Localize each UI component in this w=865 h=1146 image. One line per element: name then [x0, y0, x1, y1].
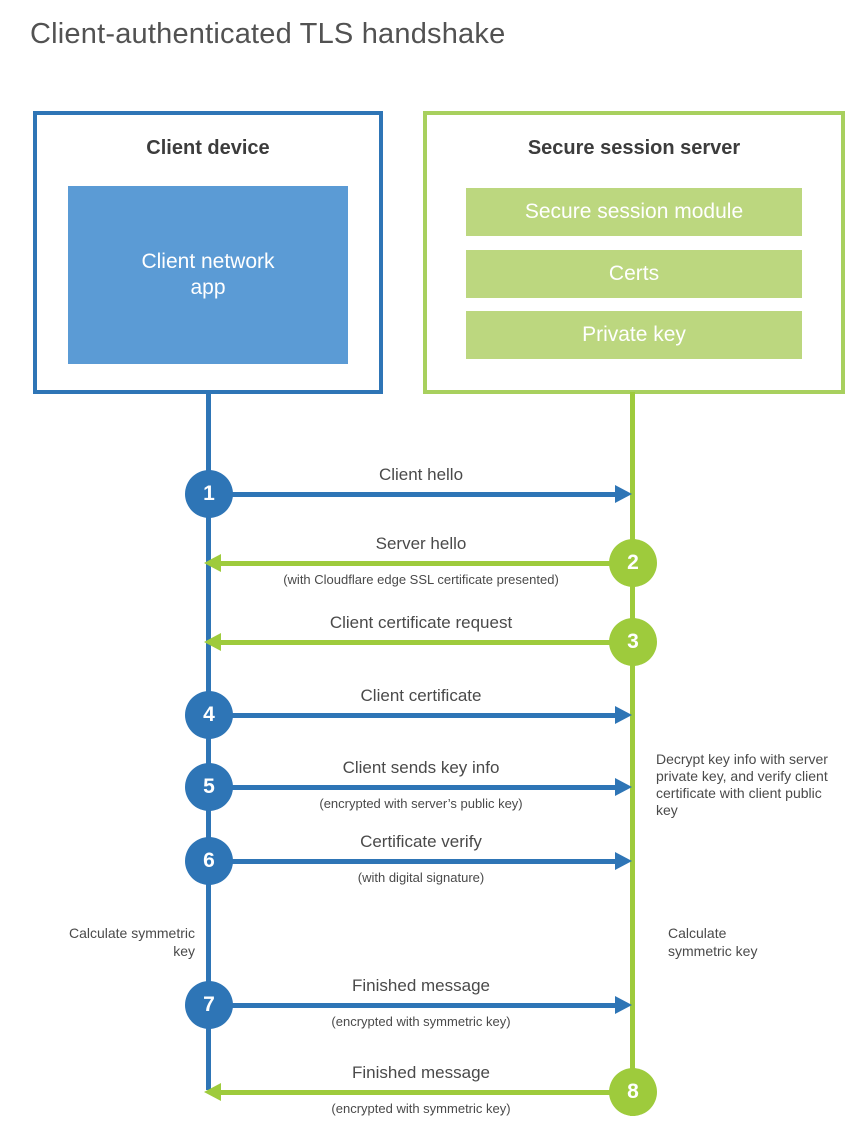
client-device-title: Client device — [146, 137, 270, 159]
page-title: Client-authenticated TLS handshake — [30, 18, 506, 50]
client-network-app-box: Client network app — [68, 186, 348, 364]
message-label-3: Client certificate request — [329, 613, 513, 632]
client-lifeline — [206, 392, 211, 1090]
step-number: 7 — [203, 993, 215, 1016]
message-label-6: Certificate verify — [360, 832, 482, 851]
calc-symmetric-right-note: Calculate symmetric key — [668, 925, 758, 959]
message-arrow-1 — [231, 492, 616, 497]
message-label-5: Client sends key info — [342, 758, 500, 777]
message-arrow-6 — [231, 859, 616, 864]
calc-symmetric-left-note: Calculate symmetric key — [68, 925, 195, 959]
step-circle-8: 8 — [609, 1068, 657, 1116]
step-number: 8 — [627, 1080, 639, 1103]
step-number: 6 — [203, 849, 215, 872]
server-module-bar-private-key: Private key — [466, 311, 802, 359]
arrowhead-right-icon — [615, 778, 632, 796]
arrowhead-right-icon — [615, 485, 632, 503]
message-label-4: Client certificate — [360, 686, 482, 705]
step-number: 1 — [203, 482, 215, 505]
message-arrow-4 — [231, 713, 616, 718]
arrowhead-left-icon — [204, 554, 221, 572]
step-circle-5: 5 — [185, 763, 233, 811]
message-arrow-3 — [220, 640, 612, 645]
arrowhead-right-icon — [615, 706, 632, 724]
message-label-1: Client hello — [378, 465, 464, 484]
server-module-bar-secure-session-module: Secure session module — [466, 188, 802, 236]
message-sublabel-6: (with digital signature) — [357, 870, 485, 885]
server-lifeline — [630, 392, 635, 1116]
step-circle-4: 4 — [185, 691, 233, 739]
client-network-app-label: Client network app — [141, 249, 275, 299]
step-circle-7: 7 — [185, 981, 233, 1029]
message-label-2: Server hello — [375, 534, 467, 553]
step-circle-2: 2 — [609, 539, 657, 587]
message-sublabel-8: (encrypted with symmetric key) — [331, 1101, 511, 1116]
arrowhead-left-icon — [204, 633, 221, 651]
server-module-label: Private key — [582, 323, 686, 346]
step-number: 3 — [627, 630, 639, 653]
message-label-7: Finished message — [352, 976, 490, 995]
arrowhead-right-icon — [615, 852, 632, 870]
message-arrow-2 — [220, 561, 612, 566]
arrowhead-right-icon — [615, 996, 632, 1014]
server-module-bar-certs: Certs — [466, 250, 802, 298]
arrowhead-left-icon — [204, 1083, 221, 1101]
message-arrow-5 — [231, 785, 616, 790]
message-arrow-8 — [220, 1090, 612, 1095]
message-arrow-7 — [231, 1003, 616, 1008]
secure-session-server-title: Secure session server — [527, 137, 741, 159]
step-circle-1: 1 — [185, 470, 233, 518]
step-circle-3: 3 — [609, 618, 657, 666]
message-sublabel-7: (encrypted with symmetric key) — [331, 1014, 511, 1029]
server-module-label: Certs — [608, 262, 660, 285]
message-sublabel-2: (with Cloudflare edge SSL certificate pr… — [283, 572, 559, 587]
step-circle-6: 6 — [185, 837, 233, 885]
message-sublabel-5: (encrypted with server’s public key) — [319, 796, 523, 811]
step-number: 4 — [203, 703, 215, 726]
decrypt-note: Decrypt key info with server private key… — [656, 751, 828, 819]
server-module-label: Secure session module — [524, 200, 744, 223]
message-label-8: Finished message — [352, 1063, 490, 1082]
step-number: 2 — [627, 551, 639, 574]
step-number: 5 — [203, 775, 215, 798]
